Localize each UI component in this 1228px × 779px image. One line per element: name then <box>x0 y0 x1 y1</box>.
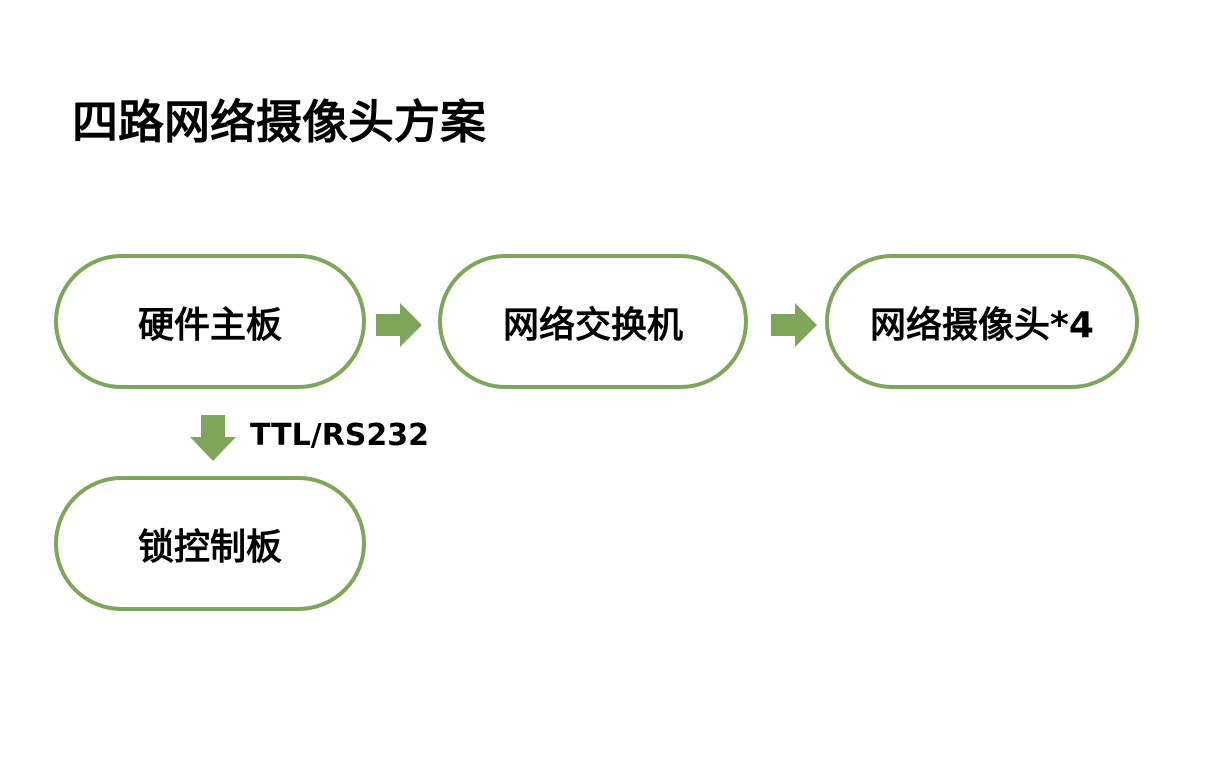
node-label: 锁控制板 <box>137 526 282 568</box>
arrow-right-icon <box>376 303 422 347</box>
node-label: 网络摄像头*4 <box>870 304 1094 346</box>
node-lock-control-board: 锁控制板 <box>54 476 366 611</box>
arrow-right-icon <box>771 303 817 347</box>
node-network-camera: 网络摄像头*4 <box>825 254 1139 389</box>
edge-label-ttl-rs232: TTL/RS232 <box>250 418 430 453</box>
node-label: 硬件主板 <box>137 304 282 346</box>
arrow-down-icon <box>190 415 236 461</box>
page-title: 四路网络摄像头方案 <box>72 95 486 149</box>
node-label: 网络交换机 <box>502 304 683 346</box>
node-hardware-mainboard: 硬件主板 <box>54 254 366 389</box>
node-network-switch: 网络交换机 <box>438 254 748 389</box>
